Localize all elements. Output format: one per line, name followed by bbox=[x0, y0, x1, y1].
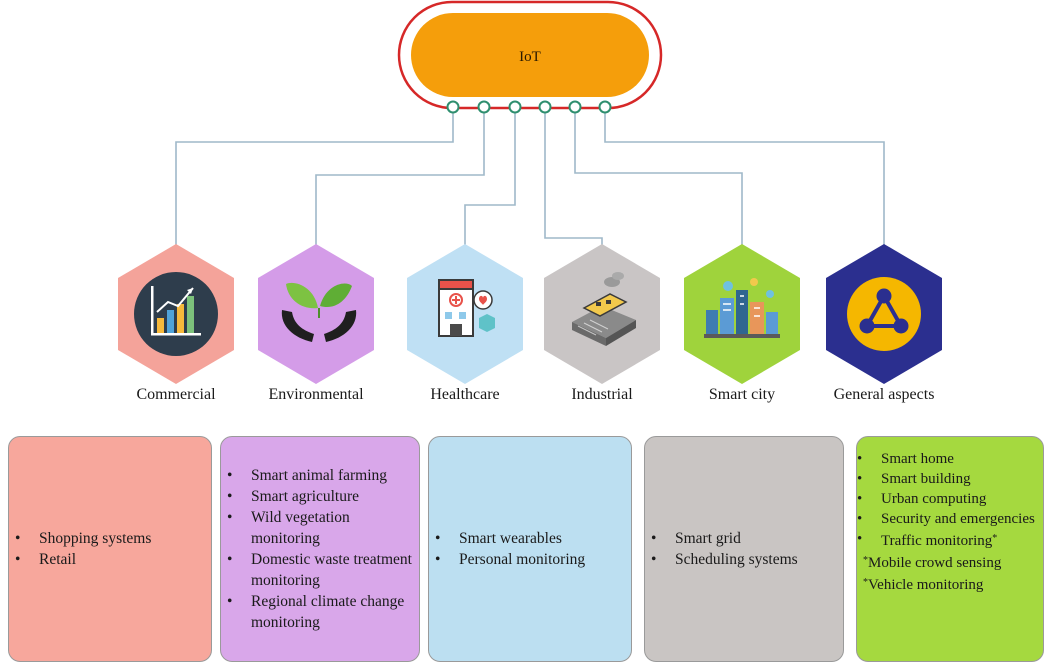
hex-industrial bbox=[544, 244, 660, 384]
connector-general bbox=[604, 108, 885, 250]
list-item: Shopping systems bbox=[15, 528, 211, 549]
list-item: Wild vegetation monitoring bbox=[227, 507, 419, 549]
category-label-industrial: Industrial bbox=[571, 386, 633, 403]
connector-industrial bbox=[544, 108, 603, 252]
bar-chart-growth-icon bbox=[134, 272, 218, 356]
connector-smart-city bbox=[574, 108, 743, 250]
hub-ports bbox=[446, 100, 612, 114]
list-item: Smart building bbox=[857, 469, 1043, 489]
category-label-smart-city: Smart city bbox=[708, 386, 776, 403]
list-item: Smart wearables bbox=[435, 528, 631, 549]
network-nodes-icon bbox=[847, 277, 921, 351]
list-item: Smart agriculture bbox=[227, 486, 419, 507]
category-label-healthcare: Healthcare bbox=[430, 386, 500, 403]
connectors bbox=[175, 108, 885, 252]
list-item: Domestic waste treatment monitoring bbox=[227, 549, 419, 591]
box-environmental: Smart animal farming Smart agriculture W… bbox=[220, 436, 420, 662]
box-commercial: Shopping systems Retail bbox=[8, 436, 212, 662]
hex-environmental bbox=[258, 244, 374, 384]
hands-leaves-icon bbox=[281, 282, 357, 342]
footnote-mark: * bbox=[992, 533, 998, 544]
hex-commercial bbox=[118, 244, 234, 384]
box-industrial: Smart grid Scheduling systems bbox=[644, 436, 844, 662]
list-item: Security and emergencies bbox=[857, 509, 1043, 529]
hospital-icon bbox=[438, 279, 495, 337]
category-label-general: General aspects bbox=[833, 386, 935, 403]
hex-smart-city bbox=[684, 244, 800, 384]
hub-label: IoT bbox=[519, 49, 541, 65]
city-buildings-icon bbox=[704, 278, 780, 338]
list-item: Scheduling systems bbox=[651, 549, 843, 570]
connector-commercial bbox=[175, 108, 454, 250]
hex-healthcare bbox=[407, 244, 523, 384]
list-item: Smart grid bbox=[651, 528, 843, 549]
connector-healthcare bbox=[464, 108, 516, 250]
list-item: Regional climate change monitoring bbox=[227, 591, 419, 633]
list-item: Personal monitoring bbox=[435, 549, 631, 570]
hex-general bbox=[826, 244, 942, 384]
category-label-commercial: Commercial bbox=[136, 386, 216, 403]
note-item: *Mobile crowd sensing bbox=[863, 555, 1002, 571]
box-smart-city: Smart home Smart building Urban computin… bbox=[856, 436, 1044, 662]
list-item: Retail bbox=[15, 549, 211, 570]
iot-hub: IoT bbox=[397, 0, 663, 114]
list-item-traffic: Traffic monitoring* bbox=[857, 529, 1043, 551]
category-label-environmental: Environmental bbox=[268, 386, 364, 403]
factory-icon bbox=[572, 272, 636, 346]
list-item: Smart animal farming bbox=[227, 465, 419, 486]
list-item: Smart home bbox=[857, 449, 1043, 469]
hub-pill bbox=[411, 13, 649, 97]
connector-environmental bbox=[315, 108, 485, 252]
box-healthcare: Smart wearables Personal monitoring bbox=[428, 436, 632, 662]
list-item: Urban computing bbox=[857, 489, 1043, 509]
note-item: *Vehicle monitoring bbox=[863, 577, 984, 593]
